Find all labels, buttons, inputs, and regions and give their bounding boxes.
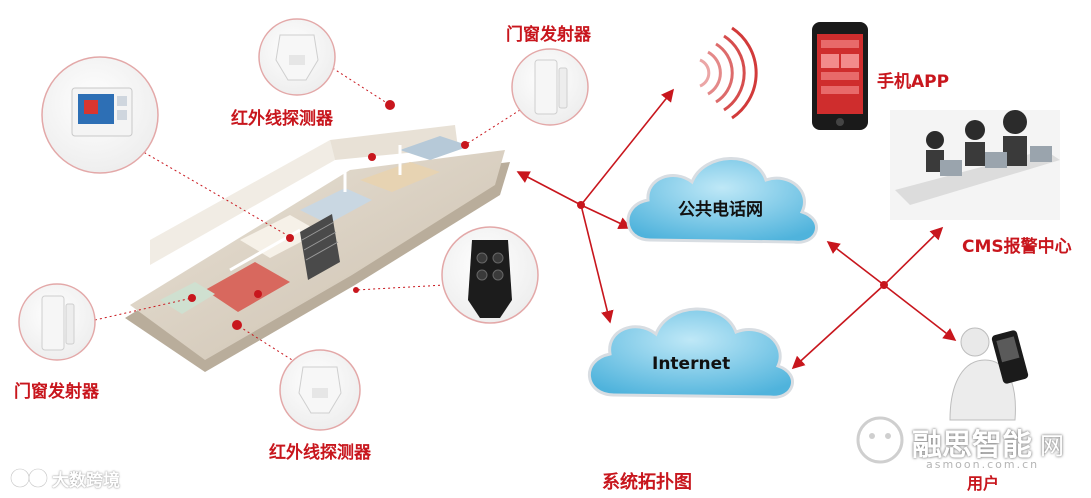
remote-keyfob-bubble — [441, 226, 539, 324]
sensor-marker — [254, 290, 262, 298]
label-internet: Internet — [652, 354, 731, 374]
user-figure-illustration — [949, 327, 1029, 421]
leader-lines — [94, 59, 521, 366]
sensor-marker — [385, 100, 395, 110]
label-door-sensor-left: 门窗发射器 — [14, 382, 99, 402]
label-ir-detector-top: 红外线探测器 — [231, 109, 333, 129]
sensor-marker — [368, 153, 376, 161]
house-floorplan-illustration — [125, 100, 510, 372]
network-arrows — [516, 88, 957, 370]
watermark-left-text: 大数跨境 — [52, 471, 120, 491]
network-hub-left — [577, 201, 585, 209]
watermark-logo-right — [856, 416, 904, 464]
internet-cloud — [588, 307, 794, 399]
network-hub-right — [880, 281, 888, 289]
label-cms-center: CMS报警中心 — [962, 237, 1072, 257]
door-sensor-bubble-left — [18, 283, 96, 361]
door-sensor-bubble-top — [511, 48, 589, 126]
watermark-right-name: 融思智能 — [912, 428, 1032, 463]
control-panel-bubble — [41, 56, 159, 174]
wireless-signal-icon — [699, 26, 758, 120]
label-door-sensor-top: 门窗发射器 — [506, 25, 591, 45]
phone-network-cloud — [626, 157, 818, 244]
mobile-phone-icon — [812, 22, 868, 130]
call-center-illustration — [890, 110, 1060, 220]
watermark-right-url: asmoon.com.cn — [926, 458, 1040, 471]
sensor-marker — [232, 320, 242, 330]
ir-detector-bubble-bottom — [279, 349, 361, 431]
sensor-marker — [353, 287, 359, 293]
label-ir-detector-bottom: 红外线探测器 — [269, 443, 371, 463]
staircase-illustration — [300, 214, 340, 280]
watermark-logo-left — [10, 468, 48, 488]
watermark-right-suffix: 网 — [1040, 432, 1064, 460]
label-phone-network: 公共电话网 — [678, 200, 763, 220]
label-user: 用户 — [967, 474, 1000, 493]
ir-detector-bubble-top — [258, 18, 336, 96]
sensor-marker — [188, 294, 196, 302]
label-mobile-app: 手机APP — [877, 72, 950, 92]
diagram-caption: 系统拓扑图 — [602, 472, 692, 493]
